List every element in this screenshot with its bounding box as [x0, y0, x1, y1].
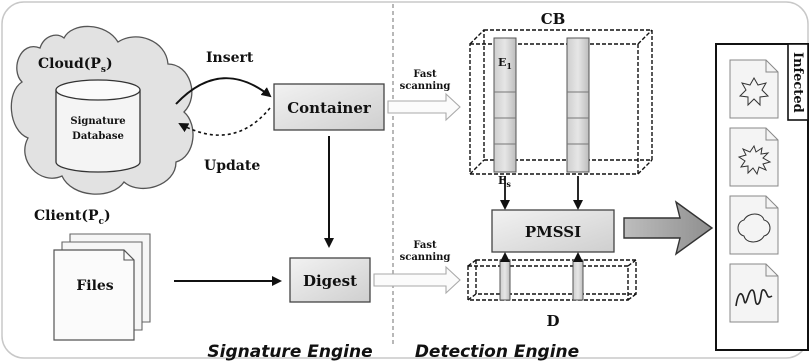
- client-label: Client(Pc): [34, 208, 111, 227]
- cb-column-right: [566, 37, 590, 173]
- result-arrow: [623, 200, 714, 256]
- d-vector: [467, 259, 637, 301]
- infected-label: Infected: [790, 52, 805, 113]
- digest-box: [289, 257, 371, 303]
- signature-engine-label: Signature Engine: [207, 342, 372, 362]
- pmssi-label: PMSSI: [525, 223, 581, 241]
- cb-es-label: Es: [498, 174, 511, 189]
- fast-scanning-arrow-bottom: [373, 265, 461, 295]
- fast-scanning-bottom-line2: scanning: [400, 252, 451, 263]
- detection-engine-label: Detection Engine: [415, 342, 579, 362]
- cloud-label: Cloud(Ps): [38, 56, 113, 75]
- fast-scanning-bottom-line1: Fast: [413, 240, 437, 251]
- cb-e1-label: E1: [498, 56, 512, 71]
- update-label: Update: [204, 158, 260, 174]
- digest-label: Digest: [303, 272, 357, 290]
- cb-title: CB: [541, 10, 566, 28]
- infected-tab: [787, 43, 809, 121]
- insert-arrow: [175, 77, 272, 105]
- fast-scanning-top-line2: scanning: [400, 81, 451, 92]
- database-label-line1: Signature: [70, 116, 125, 127]
- files-label: Files: [76, 278, 113, 294]
- infected-file-icon-2: [729, 127, 779, 187]
- update-arrow: [178, 107, 271, 136]
- infected-file-icon-1: [729, 59, 779, 119]
- container-label: Container: [287, 99, 372, 117]
- insert-label: Insert: [206, 50, 254, 66]
- files-icon: [53, 233, 151, 341]
- d-column-left: [499, 259, 511, 301]
- cb-column-left: [493, 37, 517, 173]
- d-column-right: [572, 259, 584, 301]
- container-box: [273, 83, 385, 131]
- fast-scanning-arrow-top: [387, 92, 461, 122]
- d-title: D: [546, 312, 559, 330]
- fast-scanning-top-line1: Fast: [413, 69, 437, 80]
- pmssi-box: [491, 209, 615, 253]
- database-icon: [55, 79, 141, 173]
- infected-file-icon-3: [729, 195, 779, 255]
- infected-file-icon-4: [729, 263, 779, 323]
- database-label-line2: Database: [72, 131, 124, 142]
